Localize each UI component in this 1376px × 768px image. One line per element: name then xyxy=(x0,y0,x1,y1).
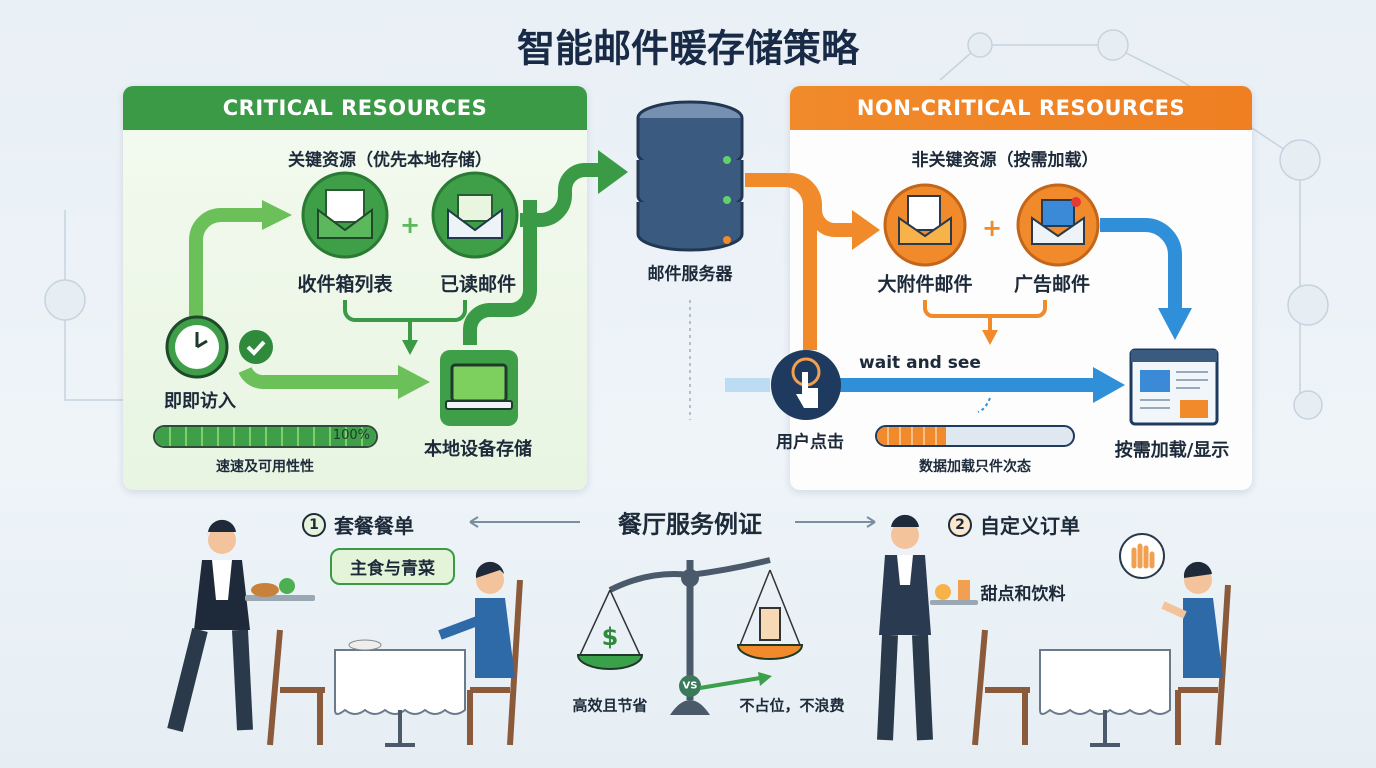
local-storage-label: 本地设备存储 xyxy=(424,439,532,460)
mail-server-label: 邮件服务器 xyxy=(647,264,733,285)
set-menu-heading: 1 套餐餐单 xyxy=(302,510,414,539)
on-demand-display-label: 按需加载/显示 xyxy=(1114,440,1230,461)
waiter-figure xyxy=(167,519,315,732)
network-decoration xyxy=(44,29,1329,420)
number-badge: 2 xyxy=(948,512,972,537)
set-menu-label: 套餐餐单 xyxy=(334,514,414,538)
progress-text: 100% xyxy=(332,428,370,443)
noncritical-subtitle: 非关键资源（按需加载） xyxy=(911,150,1099,171)
critical-header: CRITICAL RESOURCES xyxy=(123,86,587,130)
restaurant-example-title: 餐厅服务例证 xyxy=(618,510,762,539)
number-badge: 1 xyxy=(302,512,326,537)
dollar-icon: $ xyxy=(601,623,619,651)
availability-caption: 速速及可用性性 xyxy=(216,459,314,475)
diner-figure-2 xyxy=(1161,561,1223,678)
noncritical-header: NON-CRITICAL RESOURCES xyxy=(790,86,1252,130)
ad-mail-label: 广告邮件 xyxy=(1013,273,1091,296)
dining-table-1 xyxy=(267,579,523,747)
right-arrow xyxy=(795,516,876,528)
vs-badge: VS xyxy=(682,680,698,692)
availability-progress-bar: 100% xyxy=(153,425,378,448)
read-mail-label: 已读邮件 xyxy=(439,273,517,296)
inbox-list-icon xyxy=(301,171,389,259)
attachment-mail-icon xyxy=(883,183,967,267)
user-click-label: 用户点击 xyxy=(776,432,844,453)
instant-access-label: 即即访入 xyxy=(164,391,236,412)
loading-caption: 数据加载只件次态 xyxy=(919,459,1031,475)
critical-subtitle: 关键资源（优先本地存储） xyxy=(288,150,492,171)
left-arrow xyxy=(469,516,580,528)
balance-scale-icon xyxy=(576,557,804,715)
wait-and-see-label: wait and see xyxy=(859,353,981,373)
orange-merge-arrow xyxy=(923,300,1047,334)
no-waste-caption: 不占位，不浪费 xyxy=(739,696,845,715)
efficient-caption: 高效且节省 xyxy=(572,696,648,715)
orange-flow-arrows xyxy=(725,173,1182,392)
inbox-list-label: 收件箱列表 xyxy=(297,273,393,296)
progress-fill xyxy=(877,427,946,445)
raised-hand-bubble-icon xyxy=(1119,533,1165,579)
clock-icon xyxy=(165,315,229,379)
read-mail-icon xyxy=(431,171,519,259)
loading-progress-bar xyxy=(875,425,1075,447)
custom-order-heading: 2 自定义订单 xyxy=(948,510,1080,539)
progress-fill xyxy=(155,427,376,446)
main-dish-bubble: 主食与青菜 xyxy=(330,548,455,585)
green-flow-arrows xyxy=(189,163,600,390)
browser-window-icon xyxy=(1129,348,1219,426)
server-icon xyxy=(636,100,744,252)
merge-arrow xyxy=(343,300,467,345)
hand-click-icon xyxy=(771,350,841,420)
plus-icon: + xyxy=(399,211,421,239)
waiter-figure-2 xyxy=(877,514,978,741)
attachment-mail-label: 大附件邮件 xyxy=(877,273,973,296)
check-icon xyxy=(239,330,273,364)
diner-figure-1 xyxy=(438,561,515,678)
custom-order-label: 自定义订单 xyxy=(980,514,1080,538)
dining-table-2 xyxy=(972,584,1231,747)
ad-mail-icon xyxy=(1016,183,1100,267)
page-title: 智能邮件暖存储策略 xyxy=(516,26,860,71)
laptop-icon xyxy=(440,350,518,426)
plus-icon: + xyxy=(981,214,1003,242)
dessert-drink-label: 甜点和饮料 xyxy=(980,584,1066,605)
